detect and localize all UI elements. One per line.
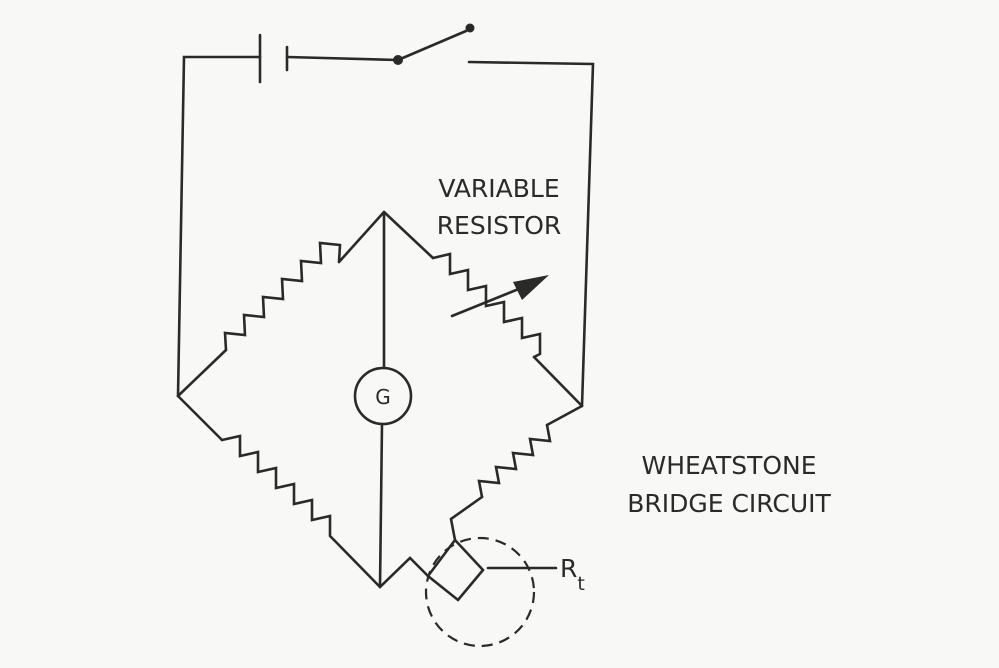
sensor-left-lead [378, 556, 430, 589]
galvanometer-label: G [375, 385, 391, 409]
variable-resistor [382, 210, 584, 408]
resistor-icon [220, 434, 336, 542]
fixed-resistor-bottom-left [176, 394, 382, 589]
battery-icon [258, 33, 289, 84]
fixed-resistor-top-left [176, 210, 386, 398]
variable-resistor-icon [450, 275, 549, 318]
fixed-resistor-bottom-right [449, 404, 584, 542]
variable-resistor-label-line2: RESISTOR [437, 211, 562, 240]
resistor-icon [431, 252, 542, 359]
variable-resistor-label-line1: VARIABLE [438, 174, 559, 203]
sensor-label-subscript: t [577, 573, 584, 595]
temperature-sensor [378, 536, 558, 648]
galvanometer: G [353, 210, 413, 589]
left-supply-wire [176, 55, 262, 398]
switch-icon[interactable] [393, 23, 475, 66]
resistor-icon [223, 241, 342, 352]
resistor-icon [477, 423, 552, 499]
galvanometer-icon: G [353, 366, 413, 426]
sensor-label: Rt [560, 554, 585, 595]
sensor-label-main: R [560, 554, 577, 583]
sensor-enclosure [424, 536, 536, 648]
diagram-title-line1: WHEATSTONE [641, 451, 816, 480]
right-supply-wire [467, 60, 595, 408]
sensor-icon [426, 537, 485, 602]
supply-wiring [176, 55, 595, 408]
diagram-title-line2: BRIDGE CIRCUIT [627, 489, 831, 518]
battery-to-switch-wire [285, 55, 400, 62]
